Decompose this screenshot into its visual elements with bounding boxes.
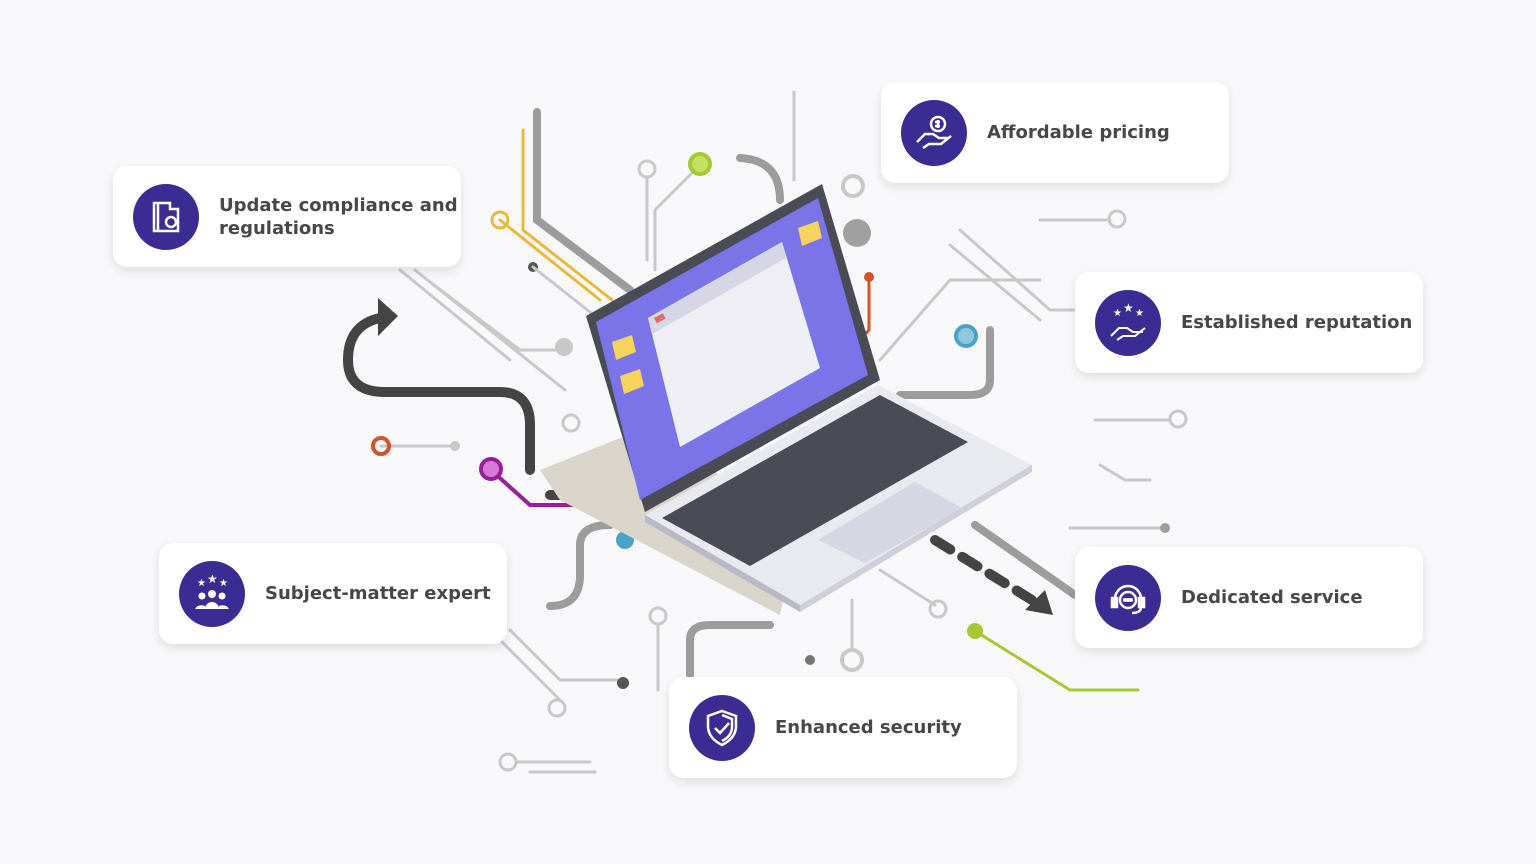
feature-card-compliance: Update compliance and regulations [113,166,461,267]
feature-label: Dedicated service [1181,587,1363,608]
shield-check-icon [689,694,755,761]
svg-text:★: ★ [1123,302,1134,315]
svg-text:★: ★ [207,573,218,586]
svg-text:★: ★ [197,578,206,589]
circuit-lines [342,90,1188,774]
feature-label: Update compliance and regulations [219,194,458,239]
svg-text:★: ★ [1113,308,1122,319]
svg-text:★: ★ [1135,308,1144,319]
feature-label: Enhanced security [775,717,962,738]
feature-card-pricing: Affordable pricing [881,82,1229,183]
feature-label: Affordable pricing [987,122,1170,143]
laptop [540,184,1032,615]
headset-chat-icon [1095,564,1161,631]
feature-card-service: Dedicated service [1075,547,1423,648]
team-stars-icon: ★★★ [179,560,245,627]
hand-stars-icon: ★★★ [1095,289,1161,356]
svg-text:★: ★ [219,578,228,589]
hand-dollar-icon [901,99,967,166]
folder-refresh-icon [133,183,199,250]
feature-card-expert: ★★★ Subject-matter expert [159,543,507,644]
feature-label: Subject-matter expert [265,583,491,604]
feature-card-reputation: ★★★ Established reputation [1075,272,1423,373]
feature-card-security: Enhanced security [669,677,1017,778]
feature-label: Established reputation [1181,312,1413,333]
